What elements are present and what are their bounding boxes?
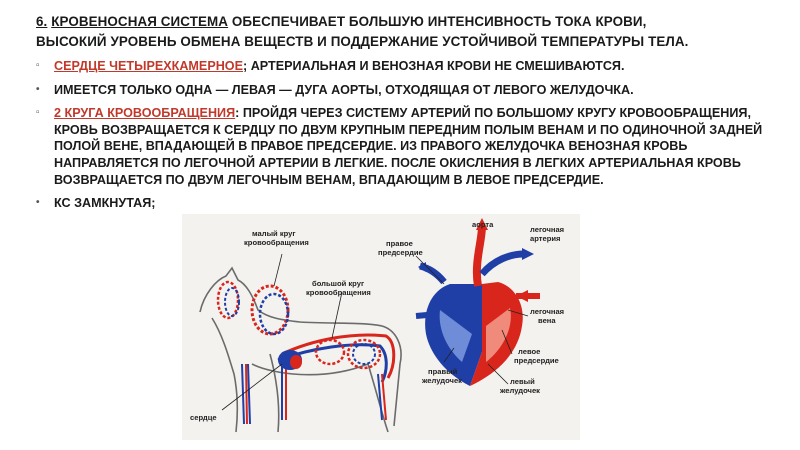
pulm-vein-arrow-icon [516, 290, 528, 302]
aorta-body [281, 333, 396, 379]
vena-cava-body [277, 343, 388, 383]
big-circle-pointer-line [331, 291, 343, 339]
pointer-pulm-vein [507, 309, 529, 317]
label-left-atrium-2: предсердие [514, 356, 559, 365]
leg-arteries [245, 363, 387, 425]
label-small-circle-2: кровообращения [244, 238, 309, 247]
circulation-diagram: малый круг кровообращения большой круг к… [190, 218, 564, 433]
bullet-aorta-text: ИМЕЕТСЯ ТОЛЬКО ОДНА — ЛЕВАЯ — ДУГА АОРТЫ… [54, 82, 634, 97]
label-right-atrium-2: предсердие [378, 248, 423, 257]
heart-inner-right [439, 310, 472, 362]
label-left-ventricle-1: левый [510, 377, 535, 386]
title-rest: ОБЕСПЕЧИВАЕТ БОЛЬШУЮ ИНТЕНСИВНОСТЬ ТОКА … [228, 14, 647, 29]
pointer-right-ventricle [443, 347, 455, 363]
pointer-left-atrium [501, 329, 513, 355]
label-left-ventricle-2: желудочек [499, 386, 540, 395]
pulmonary-artery [479, 250, 525, 277]
bullet-marker-icon: ▫ [36, 107, 40, 119]
bullet-marker-icon: • [36, 197, 40, 209]
title-line2: ВЫСОКИЙ УРОВЕНЬ ОБМЕНА ВЕЩЕСТВ И ПОДДЕРЖ… [36, 34, 689, 49]
heart-inner-left [486, 308, 511, 362]
leg-vessels [241, 363, 383, 425]
bullet-heart-term: СЕРДЦЕ ЧЕТЫРЕХКАМЕРНОЕ [54, 59, 244, 73]
head-loop-vein [224, 287, 240, 317]
label-big-circle-1: большой круг [312, 279, 364, 288]
dog-heart-left [290, 355, 302, 369]
label-aorta: аорта [472, 220, 494, 229]
bullet-aorta: • ИМЕЕТСЯ ТОЛЬКО ОДНА — ЛЕВАЯ — ДУГА АОР… [36, 82, 776, 99]
aorta-arch [472, 225, 486, 287]
title-subject: КРОВЕНОСНАЯ СИСТЕМА [51, 14, 229, 29]
label-right-ventricle-1: правый [428, 367, 458, 376]
label-right-ventricle-2: желудочек [421, 376, 462, 385]
bullet-heart-text: ; АРТЕРИАЛЬНАЯ И ВЕНОЗНАЯ КРОВИ НЕ СМЕШИ… [243, 59, 625, 73]
vena-cava-lower [415, 311, 439, 319]
bullet-closed-text: КС ЗАМКНУТАЯ; [54, 196, 156, 211]
dog-outline [199, 266, 402, 433]
pointer-right-atrium [415, 255, 445, 285]
label-right-atrium-1: правое [386, 239, 413, 248]
title-number: 6. [36, 14, 48, 29]
label-big-circle-2: кровообращения [306, 288, 371, 297]
label-pulm-artery-1: легочная [530, 225, 564, 234]
bullet-closed: • КС ЗАМКНУТАЯ; [36, 195, 776, 212]
label-pulm-vein-1: легочная [530, 307, 564, 316]
label-pulm-vein-2: вена [538, 316, 556, 325]
bullet-marker-icon: • [36, 83, 40, 95]
label-small-circle-1: малый круг [252, 229, 296, 238]
bullet-circulation: ▫ 2 КРУГА КРОВООБРАЩЕНИЯ: ПРОЙДЯ ЧЕРЕЗ С… [36, 105, 776, 188]
bullet-circulation-term: 2 КРУГА КРОВООБРАЩЕНИЯ [54, 106, 236, 121]
organ-loop-2 [346, 338, 382, 370]
bullet-list: ▫ СЕРДЦЕ ЧЕТЫРЕХКАМЕРНОЕ; АРТЕРИАЛЬНАЯ И… [36, 58, 776, 219]
lung-loop-vein [258, 292, 290, 336]
label-heart: сердце [190, 413, 217, 422]
slide-title: 6. КРОВЕНОСНАЯ СИСТЕМА ОБЕСПЕЧИВАЕТ БОЛЬ… [36, 12, 776, 52]
pulm-artery-arrow-icon [522, 248, 534, 260]
organ-loop-3 [352, 343, 376, 365]
label-pulm-artery-2: артерия [530, 234, 560, 243]
circulation-figure: малый круг кровообращения большой круг к… [182, 214, 580, 440]
bullet-heart: ▫ СЕРДЦЕ ЧЕТЫРЕХКАМЕРНОЕ; АРТЕРИАЛЬНАЯ И… [36, 58, 776, 75]
bullet-marker-icon: ▫ [36, 60, 40, 71]
bullet-circulation-text: : ПРОЙДЯ ЧЕРЕЗ СИСТЕМУ АРТЕРИЙ ПО БОЛЬШО… [54, 106, 763, 187]
pointer-left-ventricle [487, 363, 509, 385]
heart-pointer-line [221, 363, 283, 411]
aorta-arrow-icon [476, 218, 488, 230]
small-circle-pointer-line [273, 253, 283, 287]
label-left-atrium-1: левое [518, 347, 540, 356]
organ-loop-1 [314, 338, 346, 366]
